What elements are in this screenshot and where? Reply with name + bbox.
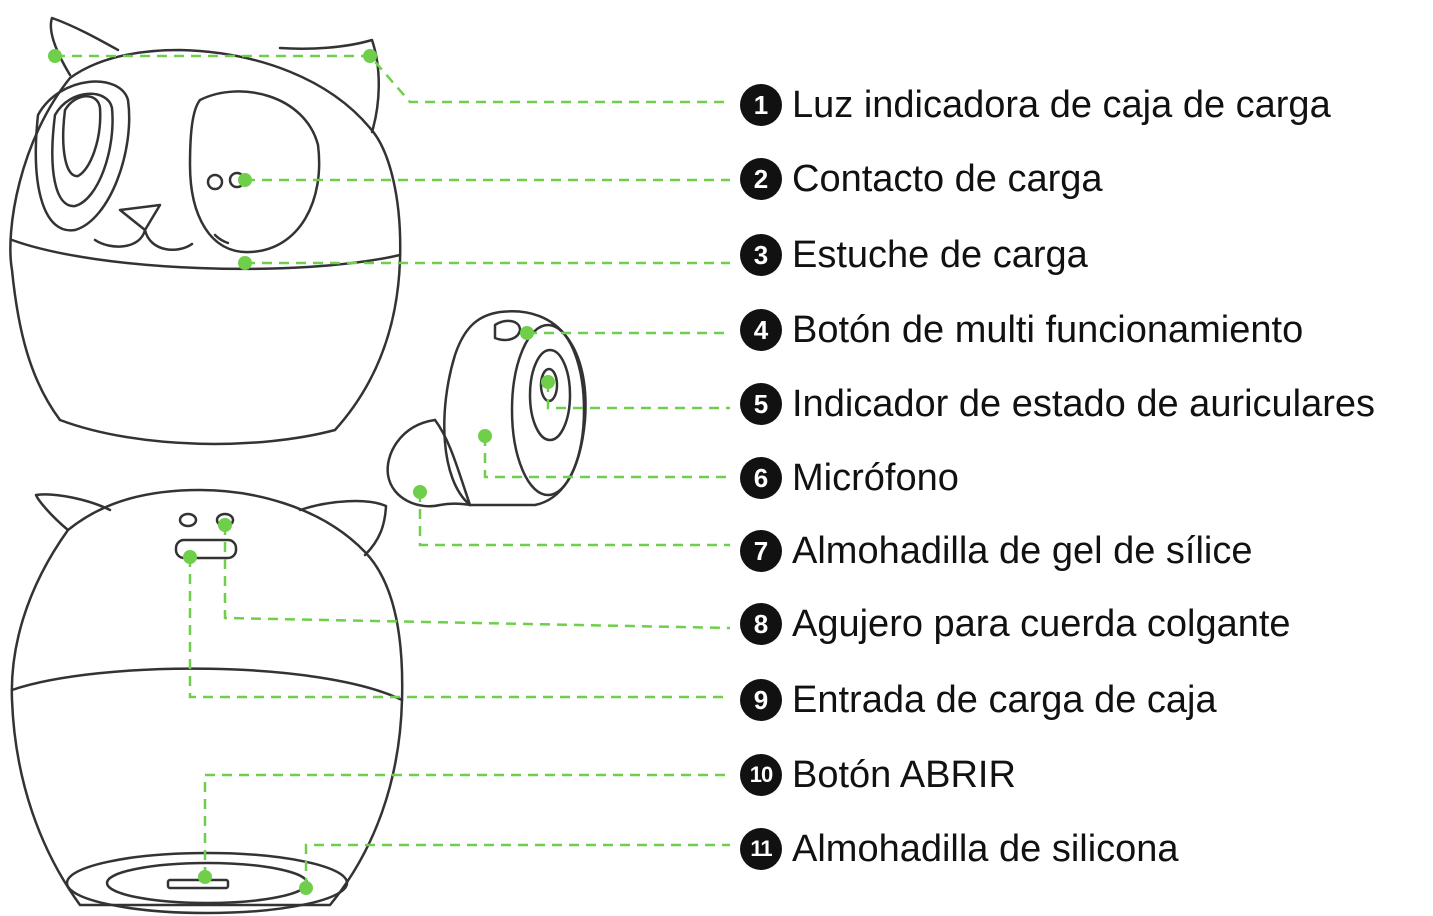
callout-2: 2 Contacto de carga xyxy=(740,155,1103,203)
callout-label: Botón de multi funcionamiento xyxy=(792,308,1304,351)
callout-label: Luz indicadora de caja de carga xyxy=(792,83,1331,126)
callout-number-badge: 2 xyxy=(740,158,782,200)
callout-label: Estuche de carga xyxy=(792,233,1088,276)
leader-line-1 xyxy=(55,54,730,104)
callout-number-badge: 9 xyxy=(740,679,782,721)
callout-3: 3 Estuche de carga xyxy=(740,231,1088,279)
callout-7: 7 Almohadilla de gel de sílice xyxy=(740,527,1253,575)
leader-line-11 xyxy=(304,843,730,888)
leader-line-5 xyxy=(546,382,730,410)
callout-label: Micrófono xyxy=(792,456,959,499)
leader-dot-1-1 xyxy=(48,49,62,63)
leader-lines xyxy=(55,54,731,888)
earbud-illustration xyxy=(386,310,587,508)
callout-number-badge: 11 xyxy=(740,828,782,870)
leader-dot-2 xyxy=(238,173,252,187)
callout-6: 6 Micrófono xyxy=(740,454,959,502)
leader-line-9 xyxy=(188,557,730,699)
leader-dot-8 xyxy=(218,518,232,532)
leader-dot-1-2 xyxy=(363,49,377,63)
case-back-illustration xyxy=(10,488,404,915)
callout-9: 9 Entrada de carga de caja xyxy=(740,676,1217,724)
leader-dot-6 xyxy=(478,429,492,443)
leader-dot-11 xyxy=(299,881,313,895)
case-front-illustration xyxy=(9,16,402,446)
leader-dots xyxy=(48,49,555,895)
callout-label: Almohadilla de gel de sílice xyxy=(792,529,1253,572)
callout-number-badge: 10 xyxy=(740,754,782,796)
leader-line-10 xyxy=(203,773,730,877)
callout-label: Almohadilla de silicona xyxy=(792,827,1179,870)
callout-5: 5 Indicador de estado de auriculares xyxy=(740,380,1375,428)
leader-dot-9 xyxy=(183,550,197,564)
callout-label: Entrada de carga de caja xyxy=(792,678,1217,721)
callout-number-badge: 5 xyxy=(740,383,782,425)
callout-11: 11 Almohadilla de silicona xyxy=(740,825,1179,873)
leader-line-8 xyxy=(223,525,731,630)
leader-line-7 xyxy=(418,492,730,547)
callout-number-badge: 6 xyxy=(740,457,782,499)
leader-dot-10 xyxy=(198,870,212,884)
callout-number-badge: 8 xyxy=(740,603,782,645)
callout-8: 8 Agujero para cuerda colgante xyxy=(740,600,1291,648)
leader-line-6 xyxy=(483,436,730,479)
callout-number-badge: 1 xyxy=(740,84,782,126)
leader-dot-5 xyxy=(541,375,555,389)
callout-10: 10 Botón ABRIR xyxy=(740,751,1016,799)
callout-4: 4 Botón de multi funcionamiento xyxy=(740,306,1303,354)
callout-label: Agujero para cuerda colgante xyxy=(792,602,1291,645)
callout-label: Botón ABRIR xyxy=(792,753,1016,796)
callout-1: 1 Luz indicadora de caja de carga xyxy=(740,81,1331,129)
callout-number-badge: 3 xyxy=(740,234,782,276)
leader-dot-4 xyxy=(520,326,534,340)
callout-label: Contacto de carga xyxy=(792,157,1103,200)
callout-number-badge: 4 xyxy=(740,309,782,351)
leader-dot-7 xyxy=(413,485,427,499)
leader-dot-3 xyxy=(238,256,252,270)
callout-label: Indicador de estado de auriculares xyxy=(792,382,1376,425)
callout-number-badge: 7 xyxy=(740,530,782,572)
